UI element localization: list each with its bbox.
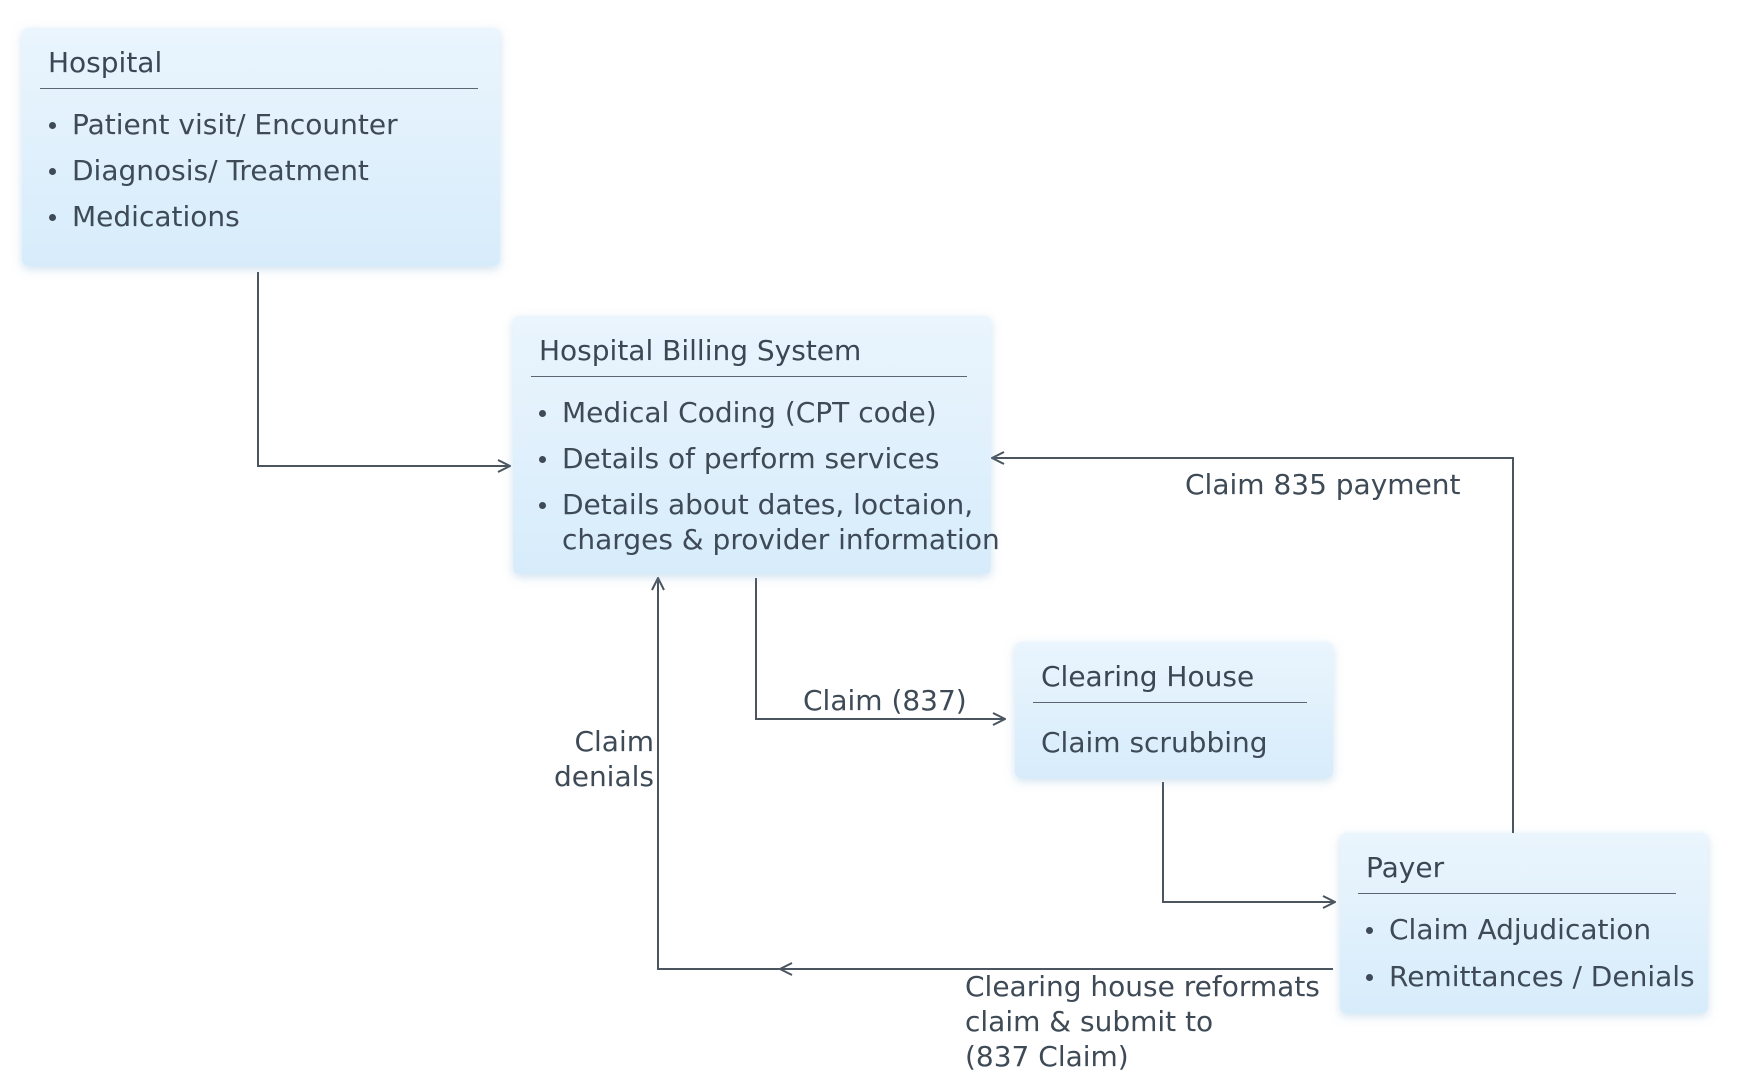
edge-clearing-to-payer [1162,782,1335,902]
edge-label-claim-835-payment: Claim 835 payment [1185,468,1461,501]
node-clearing-title: Clearing House [1041,660,1255,693]
node-hospital-list: Patient visit/ Encounter Diagnosis/ Trea… [47,107,398,234]
edge-label-denials-line-1: Claim [574,725,654,758]
list-item: Details about dates, loctaion, [537,487,1000,522]
edge-label-reformat-line-2: claim & submit to [965,1005,1214,1038]
edge-denials-to-billing [658,578,780,970]
edge-payer-to-billing-payment [992,458,1514,833]
node-billing-divider [531,376,967,377]
edge-label-claim-837: Claim (837) [803,684,967,717]
list-item: Remittances / Denials [1364,959,1695,994]
list-item: Patient visit/ Encounter [47,107,398,142]
node-clearing-divider [1033,702,1307,703]
edge-label-reformat-line-1: Clearing house reformats [965,970,1320,1003]
edge-billing-to-clearing [755,578,1005,719]
edge-hospital-to-billing [257,272,510,466]
list-item-continuation: charges & provider information [562,523,1000,556]
edge-label-claim-denials: Claim denials [548,724,654,794]
node-billing-list: Medical Coding (CPT code) Details of per… [537,395,1000,557]
node-billing-title: Hospital Billing System [539,334,862,367]
node-hospital: Hospital Patient visit/ Encounter Diagno… [22,28,500,266]
node-payer-title: Payer [1366,851,1445,884]
node-payer-divider [1358,893,1676,894]
list-item: Details of perform services [537,441,1000,476]
node-clearing-text: Claim scrubbing [1041,726,1268,759]
list-item: Medications [47,199,398,234]
edge-label-reformat-line-3: (837 Claim) [965,1040,1129,1073]
node-payer-list: Claim Adjudication Remittances / Denials [1364,912,1695,994]
list-item: Claim Adjudication [1364,912,1695,947]
node-clearing-house: Clearing House Claim scrubbing [1015,642,1333,778]
list-item: Diagnosis/ Treatment [47,153,398,188]
list-item: Medical Coding (CPT code) [537,395,1000,430]
edge-label-reformat: Clearing house reformats claim & submit … [965,969,1320,1074]
node-hospital-divider [40,88,478,89]
node-payer: Payer Claim Adjudication Remittances / D… [1340,833,1708,1013]
edge-label-denials-line-2: denials [553,760,654,793]
node-billing-system: Hospital Billing System Medical Coding (… [513,316,1000,574]
node-hospital-title: Hospital [48,46,163,79]
